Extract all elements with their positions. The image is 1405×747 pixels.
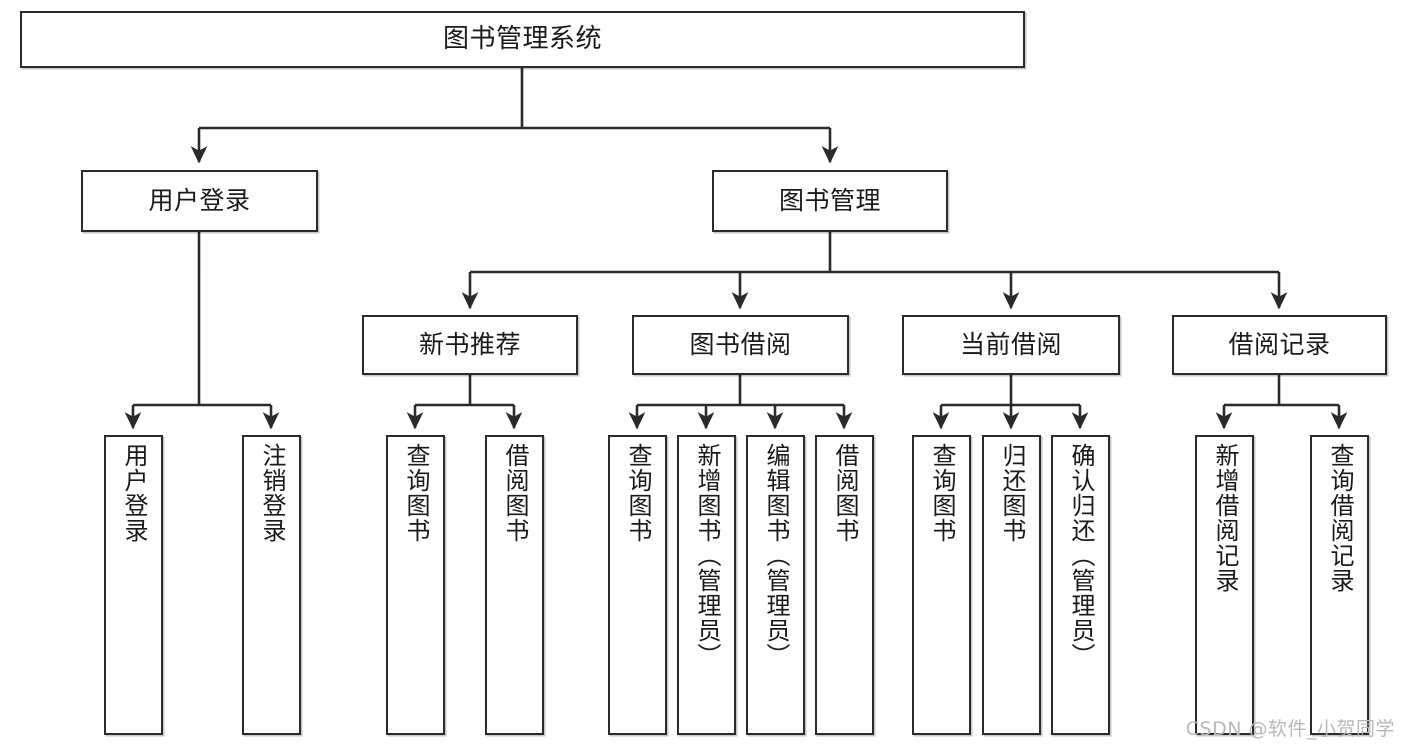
node-book-manage[interactable]: 图书管理 [712,170,948,232]
node-label: 借阅图书 [830,443,859,543]
node-new-book-recommend[interactable]: 新书推荐 [362,315,578,375]
node-label: 归还图书 [997,443,1026,543]
node-leaf-add-borrow-record[interactable]: 新增借阅记录 [1195,435,1254,735]
node-label: 用户登录 [119,443,148,543]
node-leaf-logout-login[interactable]: 注销登录 [242,435,301,735]
node-book-borrow[interactable]: 图书借阅 [632,315,849,375]
node-label: 图书借阅 [689,329,792,359]
node-root-system[interactable]: 图书管理系统 [20,11,1025,68]
node-leaf-query-book-recommend[interactable]: 查询图书 [386,435,445,735]
node-leaf-query-borrow-record[interactable]: 查询借阅记录 [1310,435,1369,735]
node-user-login[interactable]: 用户登录 [81,170,318,232]
node-label: 查询图书 [927,443,956,543]
node-label: 注销登录 [257,443,286,543]
node-label: 查询图书 [623,443,652,543]
node-current-borrow[interactable]: 当前借阅 [902,315,1120,375]
node-leaf-add-book[interactable]: 新增图书（管理员） [677,435,736,735]
node-leaf-edit-book[interactable]: 编辑图书（管理员） [746,435,805,735]
node-label: 用户登录 [148,185,251,215]
csdn-watermark: CSDN @软件_小贺同学 [1185,718,1395,740]
node-label: 新书推荐 [418,329,521,359]
node-leaf-borrow-book[interactable]: 借阅图书 [815,435,874,735]
node-label: 查询借阅记录 [1325,443,1354,593]
node-borrow-record[interactable]: 借阅记录 [1172,315,1387,375]
node-label: 查询图书 [401,443,430,543]
node-label: 新增图书（管理员） [692,443,721,668]
node-leaf-borrow-book-recommend[interactable]: 借阅图书 [485,435,544,735]
node-label: 确认归还（管理员） [1066,443,1095,668]
node-label: 借阅图书 [500,443,529,543]
node-leaf-confirm-return[interactable]: 确认归还（管理员） [1051,435,1110,735]
node-label: 图书管理 [778,185,881,215]
node-leaf-user-login[interactable]: 用户登录 [104,435,163,735]
node-label: 图书管理系统 [442,23,602,54]
node-label: 借阅记录 [1228,329,1331,359]
node-leaf-query-book-current[interactable]: 查询图书 [912,435,971,735]
node-label: 当前借阅 [959,329,1062,359]
node-label: 新增借阅记录 [1210,443,1239,593]
node-label: 编辑图书（管理员） [761,443,790,668]
node-leaf-return-book[interactable]: 归还图书 [982,435,1041,735]
node-leaf-query-book-borrow[interactable]: 查询图书 [608,435,667,735]
